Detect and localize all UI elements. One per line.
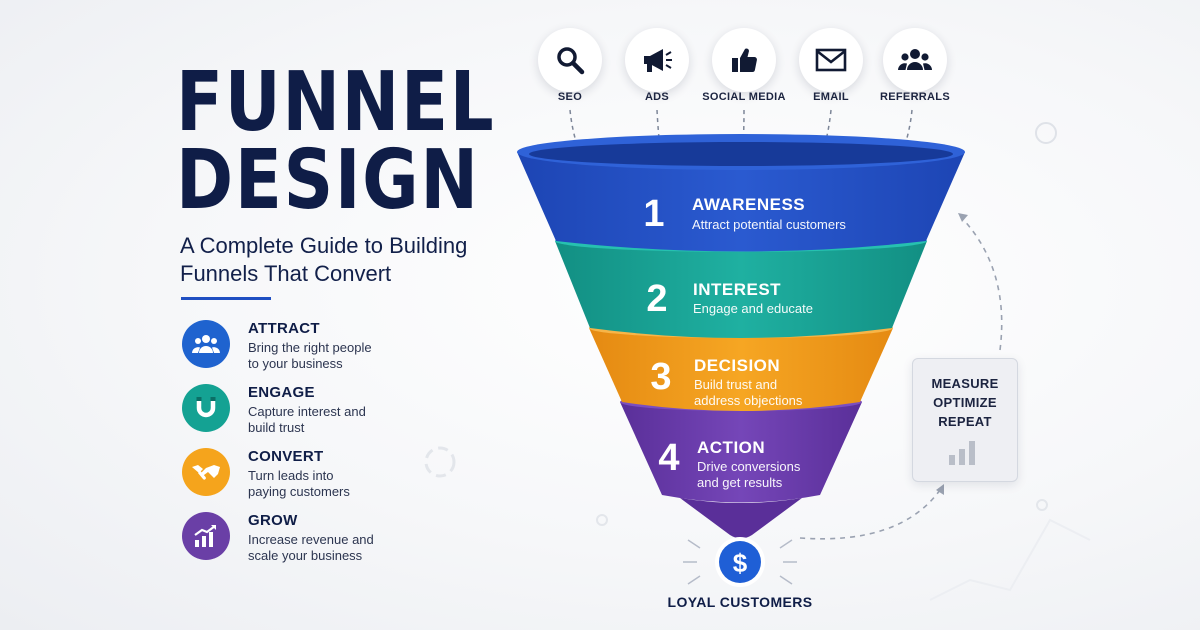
outcome-label: LOYAL CUSTOMERS: [667, 594, 813, 610]
stage-description: Increase revenue and scale your business: [248, 532, 374, 564]
bar-chart-icon: [949, 441, 975, 465]
stage-description: Bring the right people to your business: [248, 340, 372, 372]
stage-desc-line-2: build trust: [248, 420, 305, 435]
channel-label: SOCIAL MEDIA: [702, 91, 786, 103]
accent-divider: [181, 297, 271, 300]
growth-chart-icon: [182, 512, 230, 560]
search-icon: [538, 28, 602, 92]
title-line-2: DESIGN: [176, 133, 480, 228]
loop-line-optimize: OPTIMIZE: [933, 395, 997, 410]
level-title: AWARENESS: [692, 195, 806, 214]
subtitle-line-2: Funnels That Convert: [180, 261, 392, 286]
level-desc-line-1: Attract potential customers: [692, 217, 846, 232]
stage-heading: CONVERT: [248, 448, 324, 465]
magnet-icon: [182, 384, 230, 432]
stage-heading: GROW: [248, 512, 298, 529]
subtitle: A Complete Guide to Building Funnels Tha…: [180, 232, 500, 288]
level-desc-line-2: address objections: [694, 393, 803, 408]
funnel-tier-action: [620, 402, 862, 503]
loop-arrow-in: [799, 489, 941, 540]
level-description: Build trust and address objections: [694, 377, 802, 409]
stage-description: Turn leads into paying customers: [248, 468, 350, 500]
megaphone-icon: [625, 28, 689, 92]
channel-seo: SEO: [510, 28, 630, 108]
funnel-tier-awareness: [517, 152, 965, 252]
loop-arrow-up: [961, 217, 1003, 351]
level-desc-line-1: Drive conversions: [697, 459, 801, 474]
channel-label: REFERRALS: [880, 91, 950, 103]
envelope-icon: [799, 28, 863, 92]
level-description: Engage and educate: [693, 301, 813, 317]
level-number: 3: [650, 356, 672, 398]
level-number: 1: [643, 193, 665, 235]
stage-desc-line-1: Turn leads into: [248, 468, 334, 483]
handshake-icon: [182, 448, 230, 496]
channel-label: EMAIL: [813, 91, 849, 103]
loop-line-repeat: REPEAT: [938, 414, 992, 429]
stage-desc-line-2: to your business: [248, 356, 343, 371]
stage-desc-line-2: scale your business: [248, 548, 363, 563]
level-title: ACTION: [697, 438, 766, 457]
level-title: DECISION: [694, 356, 781, 375]
loop-line-measure: MEASURE: [931, 376, 999, 391]
level-desc-line-2: and get results: [697, 475, 783, 490]
channel-label: SEO: [557, 91, 583, 103]
sparkle-lines: [683, 539, 797, 585]
level-number: 4: [658, 437, 680, 479]
dollar-icon: [719, 541, 761, 583]
stage-attract: ATTRACT Bring the right people to your b…: [182, 320, 442, 376]
stage-convert: CONVERT Turn leads into paying customers: [182, 448, 442, 504]
people-icon: [182, 320, 230, 368]
thumbs-up-icon: [712, 28, 776, 92]
level-number: 2: [646, 278, 668, 320]
level-description: Drive conversions and get results: [697, 459, 800, 491]
channel-ads: ADS: [597, 28, 717, 108]
stage-desc-line-1: Increase revenue and: [248, 532, 374, 547]
stage-desc-line-1: Capture interest and: [248, 404, 366, 419]
title-line-1: FUNNEL: [176, 55, 496, 150]
measure-optimize-card: MEASURE OPTIMIZE REPEAT: [912, 358, 1018, 482]
stage-heading: ATTRACT: [248, 320, 320, 337]
level-desc-line-1: Engage and educate: [693, 301, 813, 316]
channel-referrals: REFERRALS: [855, 28, 975, 108]
stage-description: Capture interest and build trust: [248, 404, 366, 436]
subtitle-line-1: A Complete Guide to Building: [180, 233, 468, 258]
group-icon: [883, 28, 947, 92]
channel-label: ADS: [644, 91, 670, 103]
stage-desc-line-1: Bring the right people: [248, 340, 372, 355]
channel-social-media: SOCIAL MEDIA: [684, 28, 804, 108]
level-desc-line-1: Build trust and: [694, 377, 778, 392]
level-title: INTEREST: [693, 280, 782, 299]
stage-heading: ENGAGE: [248, 384, 315, 401]
level-description: Attract potential customers: [692, 217, 846, 233]
funnel-tier-decision: [589, 328, 893, 411]
svg-text:$: $: [733, 548, 748, 578]
funnel-tier-interest: [555, 241, 927, 338]
stage-grow: GROW Increase revenue and scale your bus…: [182, 512, 442, 568]
stage-engage: ENGAGE Capture interest and build trust: [182, 384, 442, 440]
funnel-spout: [680, 498, 802, 539]
channel-email: EMAIL: [771, 28, 891, 108]
stage-desc-line-2: paying customers: [248, 484, 350, 499]
